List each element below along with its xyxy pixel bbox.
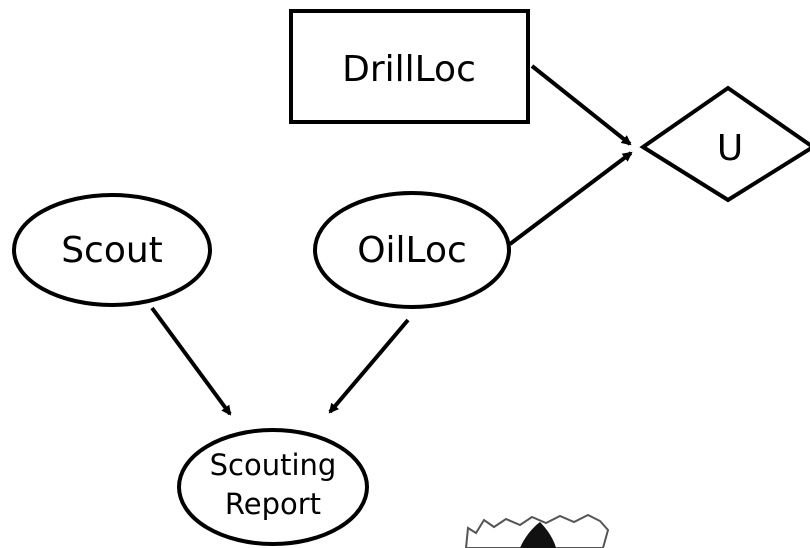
oilloc-label: OilLoc: [357, 230, 467, 271]
edge-oilloc-to-scouting-report: [328, 318, 410, 414]
scout-node: Scout: [12, 193, 212, 307]
utility-node: U: [639, 85, 810, 203]
drillloc-node: DrillLoc: [289, 9, 530, 124]
utility-label: U: [717, 128, 743, 169]
edge-drillloc-to-u: [530, 64, 632, 146]
drillloc-label: DrillLoc: [342, 49, 476, 90]
edge-oilloc-to-u: [508, 151, 633, 246]
scouting-report-node: Scouting Report: [177, 428, 369, 546]
oilloc-node: OilLoc: [313, 191, 511, 309]
scouting-report-label-line1: Scouting: [210, 448, 337, 482]
sketch-illustration: [464, 513, 610, 548]
scout-label: Scout: [61, 230, 163, 271]
edge-scout-to-scouting-report: [150, 306, 232, 416]
scouting-report-label-line2: Report: [225, 487, 321, 521]
